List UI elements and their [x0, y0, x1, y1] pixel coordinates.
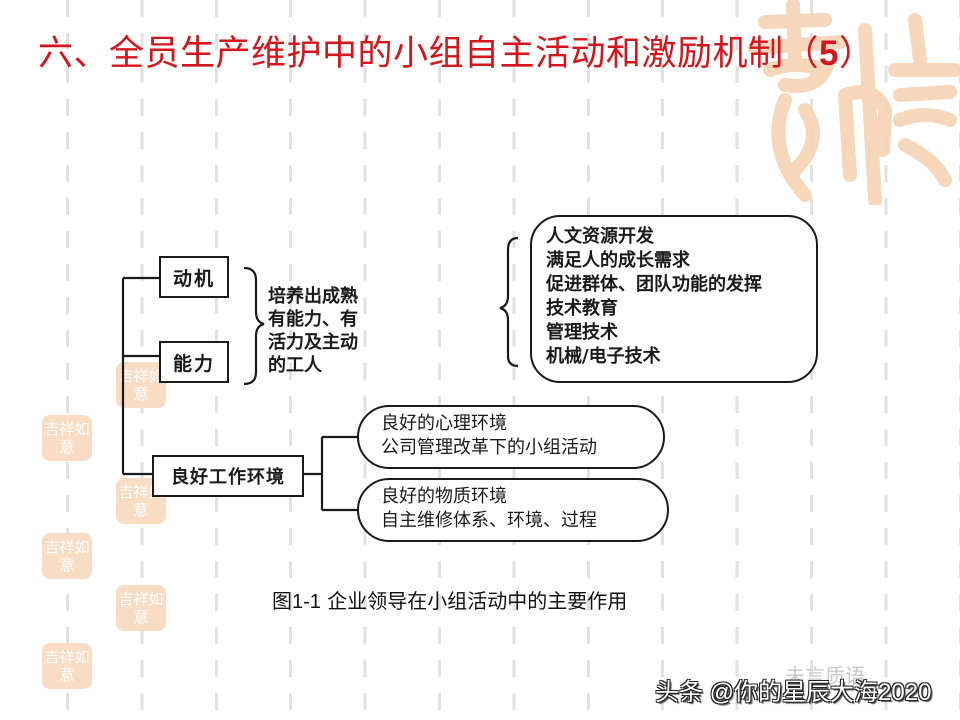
seal-watermark-large — [748, 0, 960, 205]
seal-watermark: 吉祥如意 — [116, 585, 166, 631]
outcome-line: 培养出成熟 — [268, 286, 358, 307]
slide-title-number: 5 — [819, 34, 839, 73]
seal-watermark: 吉祥如意 — [42, 415, 92, 461]
goal-item: 管理技术 — [546, 322, 618, 343]
toutiao-watermark: 头条 @你的星辰大海2020 — [655, 679, 932, 706]
goal-item: 满足人的成长需求 — [546, 250, 690, 271]
ability-box: 能力 — [159, 341, 229, 383]
branch-line: 公司管理改革下的小组活动 — [381, 437, 597, 458]
outcome-line: 有能力、有 — [268, 309, 358, 330]
physical-environment-box: 良好的物质环境 自主维修体系、环境、过程 — [357, 478, 669, 542]
branch-line: 良好的心理环境 — [381, 413, 507, 434]
motivation-box: 动机 — [159, 256, 229, 298]
figure-number: 图1-1 — [272, 591, 321, 613]
seal-watermark: 吉祥如意 — [42, 533, 92, 579]
work-environment-box: 良好工作环境 — [152, 455, 304, 497]
goal-item: 人文资源开发 — [546, 226, 654, 247]
slide-title-close: ） — [838, 34, 875, 74]
psychological-environment-box: 良好的心理环境 公司管理改革下的小组活动 — [357, 405, 665, 469]
goal-item: 技术教育 — [546, 298, 618, 319]
motivation-label: 动机 — [172, 267, 215, 290]
ability-label: 能力 — [172, 352, 215, 375]
outcome-line: 活力及主动 — [268, 332, 358, 353]
work-environment-label: 良好工作环境 — [171, 467, 285, 488]
branch-line: 良好的物质环境 — [381, 486, 507, 507]
outcome-line: 的工人 — [268, 355, 322, 376]
seal-watermark: 吉祥如意 — [42, 643, 92, 689]
slide-title: 六、全员生产维护中的小组自主活动和激励机制（5） — [38, 25, 875, 76]
slide-title-text: 六、全员生产维护中的小组自主活动和激励机制（ — [38, 34, 820, 74]
outcome-text: 培养出成熟 有能力、有 活力及主动 的工人 — [268, 285, 358, 377]
figure-caption: 图1-1 企业领导在小组活动中的主要作用 — [272, 585, 627, 614]
goal-item: 机械/电子技术 — [546, 346, 661, 367]
faint-watermark-text: 未言质语 — [785, 664, 865, 688]
figure-caption-text: 企业领导在小组活动中的主要作用 — [320, 589, 628, 613]
development-goals-box: 人文资源开发 满足人的成长需求 促进群体、团队功能的发挥 技术教育 管理技术 机… — [530, 215, 818, 383]
goal-item: 促进群体、团队功能的发挥 — [546, 274, 762, 295]
seal-watermark: 吉祥如意 — [116, 362, 166, 408]
branch-line: 自主维修体系、环境、过程 — [381, 510, 597, 531]
